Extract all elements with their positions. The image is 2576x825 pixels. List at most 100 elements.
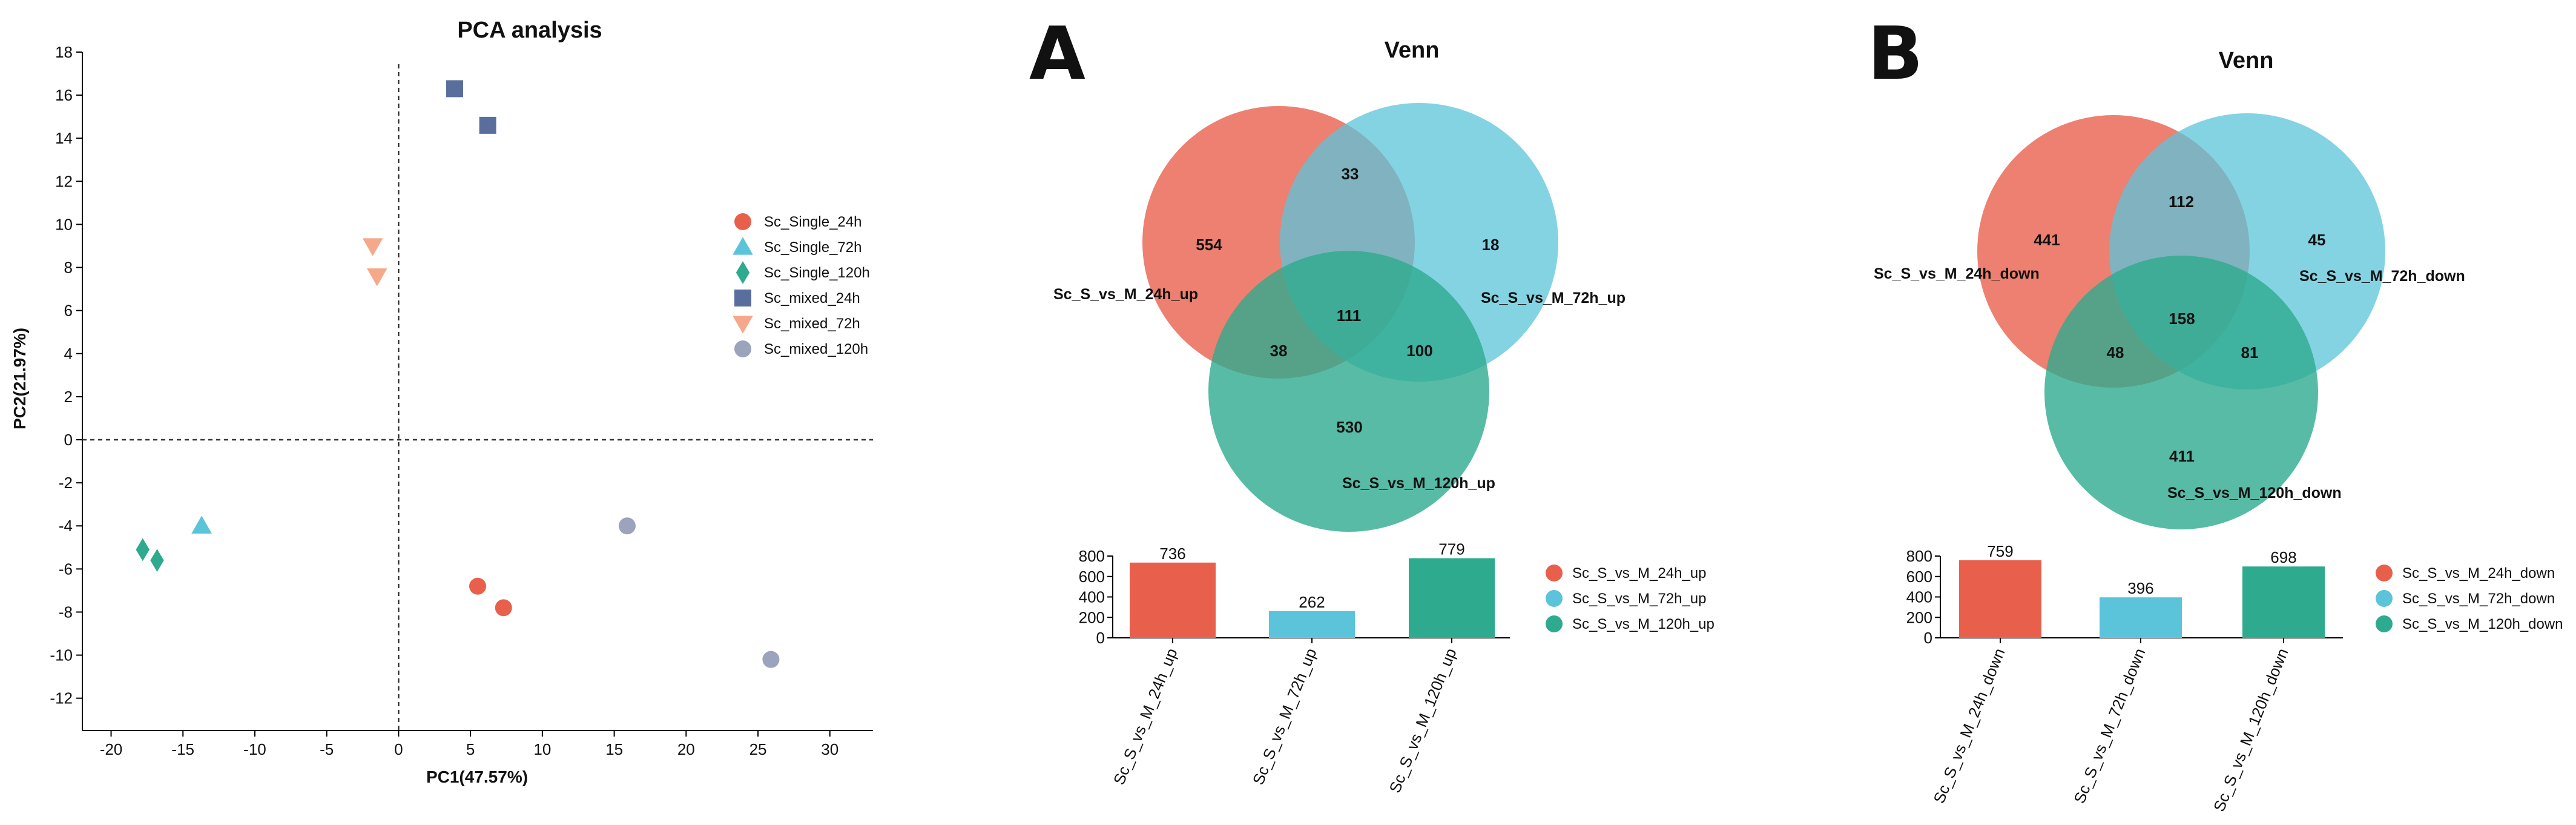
venn-a-count-24h-72h: 33 xyxy=(1342,165,1359,183)
pca-point xyxy=(366,268,387,287)
bar-b-legend-marker xyxy=(2376,565,2393,581)
bar-a-category-label: Sc_S_vs_M_120h_up xyxy=(1385,646,1460,795)
bar-b-legend-marker xyxy=(2376,615,2393,632)
pca-y-tick-label: 14 xyxy=(55,129,73,147)
pca-x-tick-label: -20 xyxy=(100,740,123,758)
bar-a-category-label: Sc_S_vs_M_72h_up xyxy=(1249,646,1320,787)
venn-a-count-120h-only: 530 xyxy=(1336,418,1362,436)
bar-b-bar-value: 759 xyxy=(1987,542,2013,560)
pca-points xyxy=(136,80,780,668)
bar-a-bar-value: 262 xyxy=(1299,593,1325,611)
pca-y-tick-label: -8 xyxy=(59,603,73,621)
bar-b-category-label: Sc_S_vs_M_120h_down xyxy=(2210,646,2292,814)
pca-x-tick-label: 30 xyxy=(821,740,838,758)
pca-point xyxy=(469,577,486,595)
pca-point xyxy=(191,515,212,534)
bar-a-legend: Sc_S_vs_M_24h_upSc_S_vs_M_72h_upSc_S_vs_… xyxy=(1546,565,1715,632)
venn-a-count-72h-120h: 100 xyxy=(1406,342,1432,360)
venn-b-label-120h: Sc_S_vs_M_120h_down xyxy=(2167,485,2342,502)
bar-a-y-tick-label: 200 xyxy=(1079,608,1105,626)
pca-point xyxy=(136,538,150,562)
bar-b-y-tick-label: 0 xyxy=(1924,629,1932,647)
pca-y-tick-label: -10 xyxy=(50,646,73,664)
pca-y-tick-label: 6 xyxy=(64,302,73,320)
bar-a-category-label: Sc_S_vs_M_24h_up xyxy=(1110,646,1181,787)
venn-b-count-72h-only: 45 xyxy=(2308,231,2326,249)
pca-legend-marker xyxy=(736,261,750,284)
venn-b-label-72h: Sc_S_vs_M_72h_down xyxy=(2299,268,2465,285)
pca-x-axis-title: PC1(47.57%) xyxy=(426,767,528,786)
pca-y-tick-label: 0 xyxy=(64,431,73,449)
bar-a-bar-value: 736 xyxy=(1159,545,1185,563)
bar-a-legend-marker xyxy=(1546,565,1563,581)
venn-a-label-24h: Sc_S_vs_M_24h_up xyxy=(1053,286,1198,303)
pca-legend-label: Sc_mixed_120h xyxy=(764,341,868,357)
bar-b-category-label: Sc_S_vs_M_24h_down xyxy=(1929,646,2008,806)
pca-legend-label: Sc_mixed_72h xyxy=(764,316,860,332)
pca-x-tick-label: 5 xyxy=(466,740,475,758)
pca-y-tick-label: 16 xyxy=(55,86,73,104)
bar-b-legend-label: Sc_S_vs_M_120h_down xyxy=(2402,616,2563,632)
pca-point xyxy=(446,80,464,98)
venn-b-count-24h-72h: 112 xyxy=(2169,193,2194,211)
bar-a-y-tick-label: 800 xyxy=(1079,547,1105,565)
pca-legend-label: Sc_Single_120h xyxy=(764,265,870,281)
pca-legend-marker xyxy=(733,316,753,334)
pca-x-tick-label: -15 xyxy=(171,740,194,758)
bar-a-y-tick-label: 0 xyxy=(1096,629,1105,647)
bar-a-legend-label: Sc_S_vs_M_72h_up xyxy=(1572,591,1706,607)
venn-b-count-72h-120h: 81 xyxy=(2241,343,2259,362)
pca-y-tick-label: -12 xyxy=(50,689,73,707)
bar-b-bar xyxy=(2100,597,2182,638)
venn-a-label-120h: Sc_S_vs_M_120h_up xyxy=(1342,475,1495,492)
venn-a-circle-120h xyxy=(1208,251,1489,532)
venn-a-count-24h-only: 554 xyxy=(1196,236,1222,254)
venn-b: 441 45 411 112 48 81 158 Sc_S_vs_M_24h_d… xyxy=(1874,113,2465,529)
venn-a-label-72h: Sc_S_vs_M_72h_up xyxy=(1481,290,1626,306)
pca-legend-marker xyxy=(734,290,751,306)
venn-b-count-all: 158 xyxy=(2169,310,2195,328)
pca-point xyxy=(495,599,512,617)
pca-y-axis-title: PC2(21.97%) xyxy=(10,328,29,429)
bar-b-legend: Sc_S_vs_M_24h_downSc_S_vs_M_72h_downSc_S… xyxy=(2376,565,2563,632)
pca-point xyxy=(762,651,780,668)
pca-x-tick-label: -10 xyxy=(243,740,266,758)
venn-b-circle-120h xyxy=(2044,256,2318,529)
pca-y-tick-label: 4 xyxy=(64,345,73,363)
bar-b-y-tick-label: 200 xyxy=(1906,608,1932,626)
pca-x-tick-label: 0 xyxy=(394,740,403,758)
pca-y-tick-label: 18 xyxy=(55,43,73,61)
bar-a-bar xyxy=(1409,558,1495,638)
pca-x-tick-label: 20 xyxy=(677,740,695,758)
panel-a-letter: A xyxy=(1029,12,1085,96)
pca-y-tick-label: 10 xyxy=(55,215,73,233)
bar-b-legend-label: Sc_S_vs_M_72h_down xyxy=(2402,591,2555,607)
pca-y-tick-label: 8 xyxy=(64,259,73,277)
venn-b-count-24h-only: 441 xyxy=(2034,231,2060,249)
bar-a-legend-label: Sc_S_vs_M_24h_up xyxy=(1572,565,1706,581)
bar-a-bar xyxy=(1130,562,1216,638)
pca-point xyxy=(479,116,496,134)
pca-y-tick-label: 2 xyxy=(64,388,73,406)
pca-legend-label: Sc_Single_24h xyxy=(764,214,861,230)
venn-a-count-all: 111 xyxy=(1337,306,1362,325)
bar-b-bar-value: 396 xyxy=(2127,579,2153,597)
pca-legend-label: Sc_Single_72h xyxy=(764,239,861,256)
panel-b: B Venn 441 45 411 112 48 81 158 Sc_S_vs_… xyxy=(1868,12,2563,814)
bar-a-legend-marker xyxy=(1546,615,1563,632)
bar-a-legend-marker xyxy=(1546,590,1563,607)
venn-a: 554 18 530 33 38 100 111 Sc_S_vs_M_24h_u… xyxy=(1053,103,1626,532)
pca-legend-marker xyxy=(734,213,751,230)
pca-x-tick-label: -5 xyxy=(320,740,334,758)
venn-a-count-72h-only: 18 xyxy=(1482,236,1500,254)
bar-b-bar-value: 698 xyxy=(2270,548,2296,566)
pca-y-tick-label: -4 xyxy=(59,517,73,535)
venn-a-title: Venn xyxy=(1385,38,1440,63)
bar-b-y-tick-label: 600 xyxy=(1906,568,1932,586)
pca-point xyxy=(150,549,164,572)
pca-x-tick-label: 10 xyxy=(533,740,551,758)
